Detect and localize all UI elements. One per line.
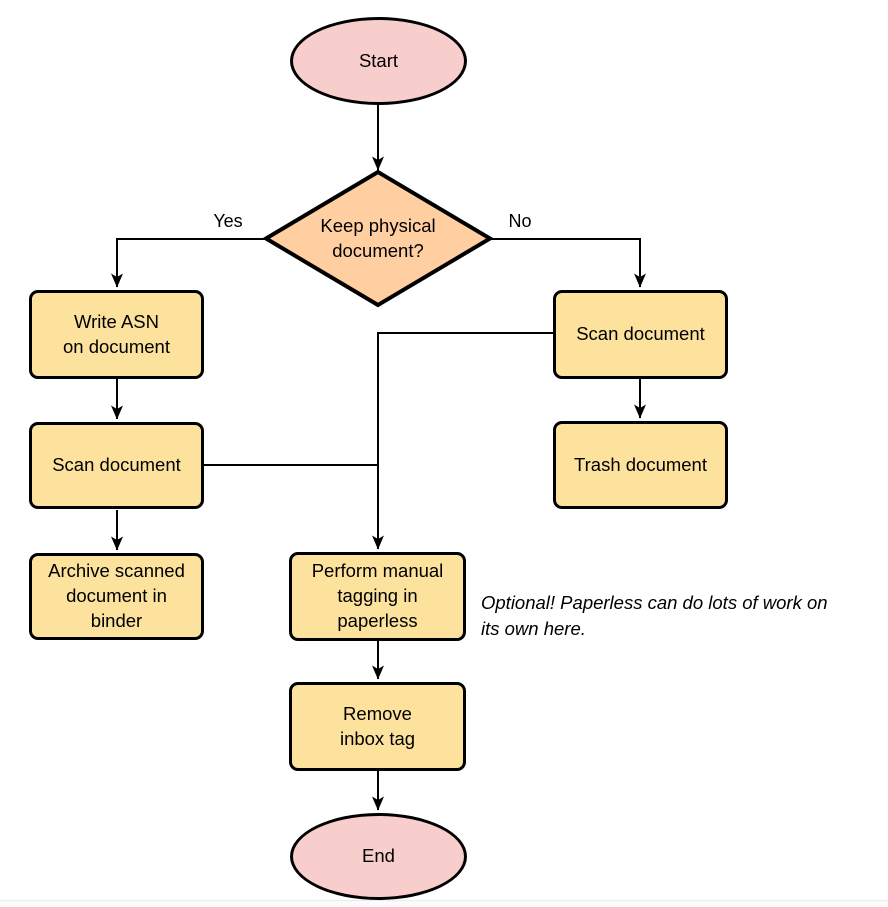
scan-document-left-node: Scan document: [29, 422, 204, 509]
start-node-label: Start: [358, 49, 399, 71]
scan-document-left-node-label: Scan document: [52, 454, 181, 476]
write-asn-node-label: Write ASN on document: [63, 310, 170, 357]
write-asn-node: Write ASN on document: [29, 290, 204, 379]
optional-note: Optional! Paperless can do lots of work …: [481, 592, 828, 639]
remove-inbox-tag-node: Remove inbox tag: [289, 682, 466, 771]
end-node-label: End: [362, 845, 395, 867]
manual-tagging-node: Perform manual tagging in paperless: [289, 552, 466, 641]
end-node: End: [290, 813, 467, 900]
start-node: Start: [290, 17, 467, 105]
trash-document-node: Trash document: [553, 421, 728, 509]
decision-node-label-box: Keep physical document?: [268, 176, 488, 302]
edge-decision-no-to-scan-right: [490, 238, 646, 288]
archive-node: Archive scanned document in binder: [29, 553, 204, 640]
edge-label-no: No: [508, 211, 532, 231]
manual-tagging-node-label: Perform manual tagging in paperless: [311, 560, 444, 631]
edge-decision-yes-to-write-asn: [111, 238, 266, 288]
edge-scan-right-to-tagging: [372, 332, 553, 550]
archive-node-label: Archive scanned document in binder: [48, 560, 185, 631]
page-bottom-divider: [0, 900, 888, 907]
decision-diamond-shape: [262, 169, 494, 308]
scan-document-right-node: Scan document: [553, 290, 728, 379]
scan-document-right-node-label: Scan document: [576, 323, 705, 345]
remove-inbox-tag-node-label: Remove inbox tag: [339, 702, 416, 749]
decision-node-label: Keep physical document?: [320, 215, 436, 261]
edge-label-yes: Yes: [213, 211, 243, 231]
trash-document-node-label: Trash document: [574, 453, 707, 475]
